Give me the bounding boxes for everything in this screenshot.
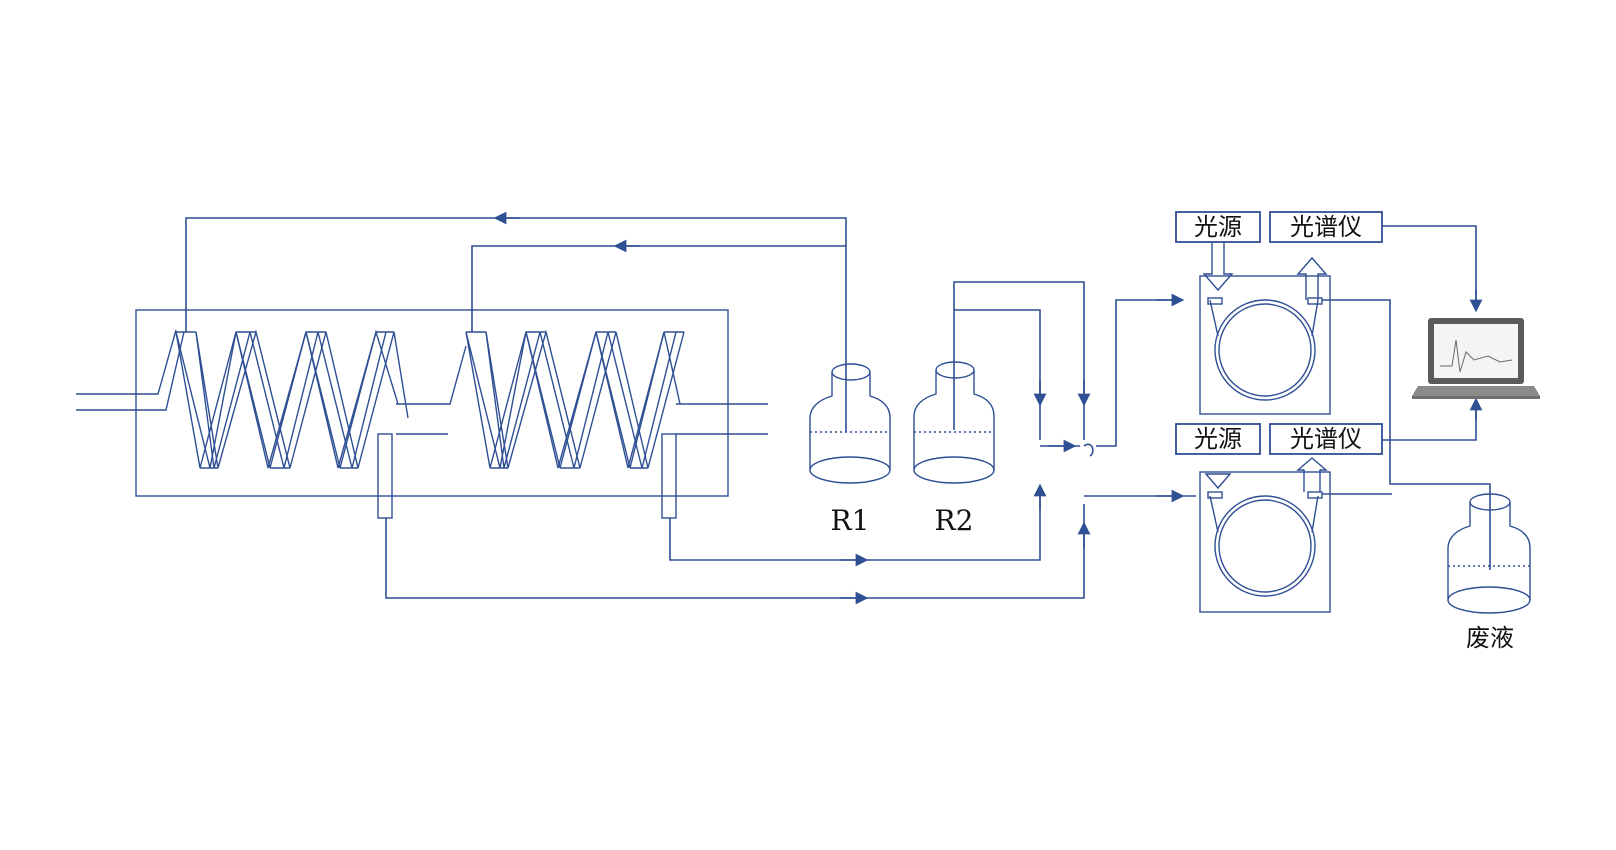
drain-line-left (385, 504, 1085, 599)
drain-stub-left (377, 433, 393, 519)
laptop-icon (1412, 318, 1540, 399)
flow-cell-housing-upper (1199, 275, 1331, 415)
light-source-box-lower (1175, 423, 1261, 455)
reagent-bottle-icon (809, 372, 833, 470)
drain-lines (385, 483, 1091, 605)
spectrometer-box-upper (1269, 211, 1383, 243)
light-source-box-upper (1175, 211, 1261, 243)
mid-tube-upper (396, 345, 467, 405)
reagent-label-r1: R1 (831, 504, 870, 537)
coil-left (175, 329, 409, 469)
spectrometer-label-upper: 光谱仪 (1290, 213, 1362, 241)
light-source-label-lower: 光源 (1194, 425, 1242, 453)
reagent-bottle-icon (913, 370, 937, 470)
return-line-r1 (185, 217, 847, 374)
spectrometer-label-lower: 光谱仪 (1290, 425, 1362, 453)
coil-icon (1214, 495, 1316, 597)
inlet-tube-upper (76, 329, 177, 395)
coil-icon (1214, 299, 1316, 401)
inlet-tube-lower (76, 331, 185, 411)
reagent-label-r2: R2 (935, 504, 974, 537)
reagent-bottle-icon (1447, 502, 1471, 600)
merge-crossover (1083, 443, 1094, 457)
signal-line-upper (1382, 225, 1477, 306)
drain-stub-right (661, 433, 677, 519)
r2-line (953, 281, 1085, 440)
coil-housing (135, 309, 729, 497)
return-lines (185, 211, 847, 374)
spectrometer-box-lower (1269, 423, 1383, 455)
waste-bottle: 废液 (1447, 493, 1531, 652)
reagent-lines (953, 281, 1196, 503)
waste-label: 废液 (1466, 624, 1514, 652)
return-line-r1-b (471, 245, 846, 332)
reagent-bottle-r2: R2 (913, 361, 995, 537)
coil-right (465, 329, 685, 469)
feed-line-upper (1096, 299, 1180, 447)
signal-lines (1382, 225, 1483, 441)
signal-line-lower (1382, 404, 1477, 441)
reagent-bottle-r1: R1 (809, 363, 891, 537)
light-source-label-upper: 光源 (1194, 213, 1242, 241)
r2-line-b (954, 309, 1041, 440)
flow-cell-housing-lower (1199, 471, 1331, 613)
coil-unit (76, 309, 768, 519)
detector-cell-lower: 光源 光谱仪 (1175, 423, 1392, 613)
detector-cell-upper: 光源 光谱仪 (1175, 211, 1491, 570)
